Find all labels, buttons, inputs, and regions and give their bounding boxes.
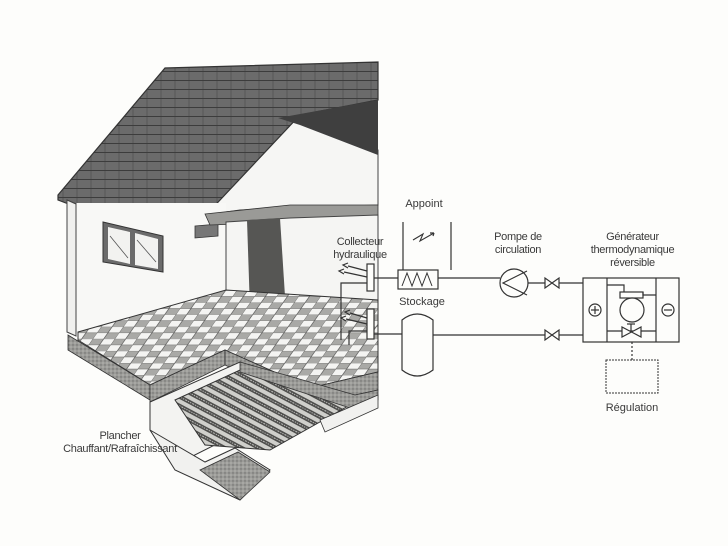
- manifold-icon: [339, 308, 375, 345]
- label-collecteur: Collecteur hydraulique: [325, 236, 395, 262]
- valve-icon: [544, 276, 560, 290]
- label-collecteur-line1: Collecteur: [336, 236, 384, 248]
- label-plancher-line2: Chauffant/Rafraîchissant: [63, 443, 177, 455]
- manifold-icon: [337, 262, 375, 340]
- label-generateur-line2: thermodynamique: [590, 244, 675, 256]
- storage-tank-icon: [401, 313, 434, 377]
- label-pompe-line1: Pompe de: [494, 231, 542, 243]
- label-plancher: Plancher Chauffant/Rafraîchissant: [50, 430, 190, 456]
- label-regulation: Régulation: [605, 402, 659, 414]
- label-collecteur-line2: hydraulique: [333, 249, 387, 261]
- window: [102, 221, 164, 273]
- door: [247, 218, 286, 312]
- label-generateur: Générateur thermodynamique réversible: [580, 231, 685, 270]
- heat-pump-icon: [582, 277, 680, 343]
- heating-pipes: [174, 369, 352, 451]
- label-generateur-line1: Générateur: [606, 231, 659, 243]
- label-stockage: Stockage: [399, 296, 445, 308]
- label-plancher-line1: Plancher: [99, 430, 141, 442]
- label-appoint: Appoint: [405, 198, 443, 210]
- pump-icon: [499, 268, 529, 298]
- valve-icon: [544, 328, 560, 342]
- label-pompe-line2: circulation: [494, 244, 542, 256]
- label-pompe: Pompe de circulation: [488, 231, 548, 257]
- electric-heater-icon: [397, 222, 452, 290]
- label-generateur-line3: réversible: [610, 257, 655, 269]
- controller-box-icon: [605, 342, 659, 394]
